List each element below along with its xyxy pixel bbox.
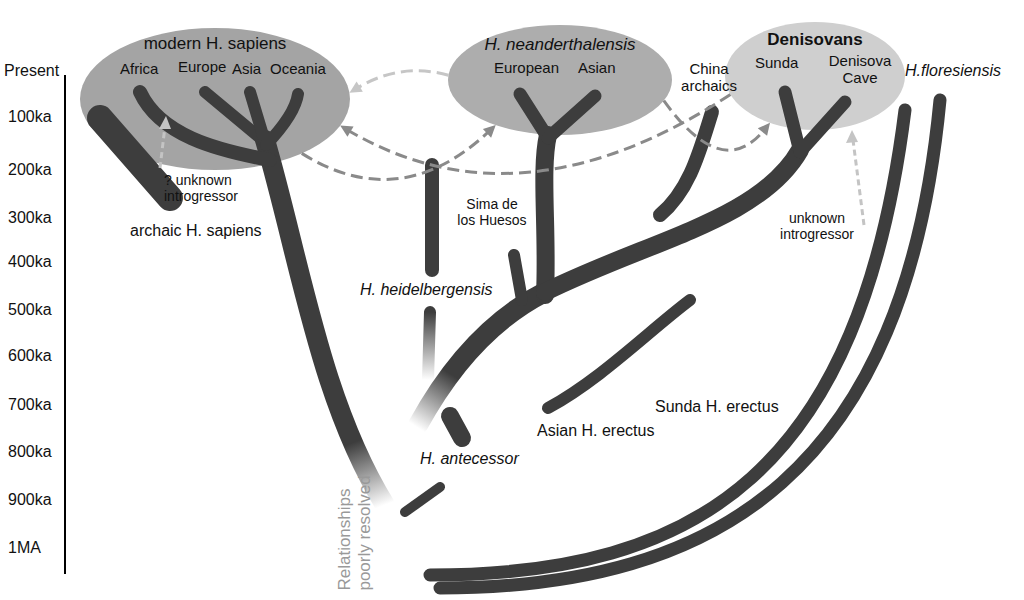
population-label: Europe (178, 58, 232, 75)
clade-title: Denisovans (725, 30, 905, 50)
taxon-label: H. heidelbergensis (360, 281, 500, 299)
floresiensis-branch (440, 100, 940, 588)
time-axis (64, 75, 66, 574)
dashed-line (357, 71, 448, 88)
clade-title: H. neanderthalensis (448, 35, 672, 55)
axis-label: 800ka (8, 443, 52, 461)
sunda-erectus-branch (430, 110, 905, 575)
introgressor-arrow (853, 140, 864, 225)
ellipse-fill (448, 25, 672, 135)
clade-title: modern H. sapiens (80, 34, 350, 54)
population-label: Denisova Cave (825, 52, 895, 87)
arrowhead (340, 126, 353, 137)
neanderthal-denisovan-trunk (418, 292, 545, 425)
clade-ellipse: DenisovansSunda Denisova Cave (725, 22, 905, 130)
ellipse-fill (725, 22, 905, 130)
taxon-label: Sunda H. erectus (655, 398, 790, 416)
ellipse-fill (80, 28, 350, 170)
taxon-label: H. antecessor (420, 450, 530, 468)
clade-ellipse: H. neanderthalensisEuropean Asian (448, 25, 672, 135)
taxon-label: China archaics (674, 60, 744, 95)
sapiens-trunk (265, 140, 385, 505)
asian-erectus-branch (548, 300, 690, 408)
axis-label: 400ka (8, 253, 52, 271)
arrowhead (758, 123, 770, 136)
axis-label: 100ka (8, 108, 52, 126)
population-label: European (494, 59, 570, 76)
axis-label: 700ka (8, 396, 52, 414)
taxon-label: unknown introgressor (776, 210, 858, 242)
taxon-label: Asian H. erectus (537, 422, 672, 440)
taxon-label: Sima de los Huesos (456, 196, 528, 228)
population-label: Asian (578, 59, 630, 76)
population-label: Oceania (270, 60, 334, 77)
antecessor-branch-lower (405, 487, 440, 512)
axis-label: 600ka (8, 347, 52, 365)
axis-label: 1MA (8, 539, 41, 557)
introgression-arrow (340, 94, 730, 173)
arrowhead (349, 81, 362, 92)
population-label: Sunda (755, 54, 807, 71)
axis-label: Present (4, 62, 59, 80)
arrowhead (483, 125, 496, 138)
introgression-arrow (349, 71, 448, 93)
axis-label: 500ka (8, 301, 52, 319)
arrowhead (846, 130, 858, 143)
heidelbergensis-branch-lower (428, 312, 430, 380)
note-text: Relationships poorly resolved (335, 440, 374, 590)
taxon-label: archaic H. sapiens (130, 222, 270, 240)
taxon-label: H.floresiensis (905, 62, 1017, 80)
population-label: Asia (232, 60, 270, 77)
dashed-line (302, 131, 489, 179)
population-label: Africa (120, 60, 172, 77)
antecessor-branch (450, 416, 462, 438)
neanderthal-branch (544, 135, 548, 295)
axis-label: 900ka (8, 491, 52, 509)
taxon-label: ? unknown introgressor (164, 172, 248, 204)
denisovan-branch (545, 150, 800, 292)
axis-label: 200ka (8, 161, 52, 179)
china-archaics-branch (660, 112, 712, 215)
axis-label: 300ka (8, 209, 52, 227)
sima-branch (514, 255, 522, 300)
arrowhead (159, 116, 171, 129)
clade-ellipse: modern H. sapiensAfrica EuropeAsiaOceania (80, 28, 350, 170)
heidelbergensis-branch (425, 165, 439, 270)
